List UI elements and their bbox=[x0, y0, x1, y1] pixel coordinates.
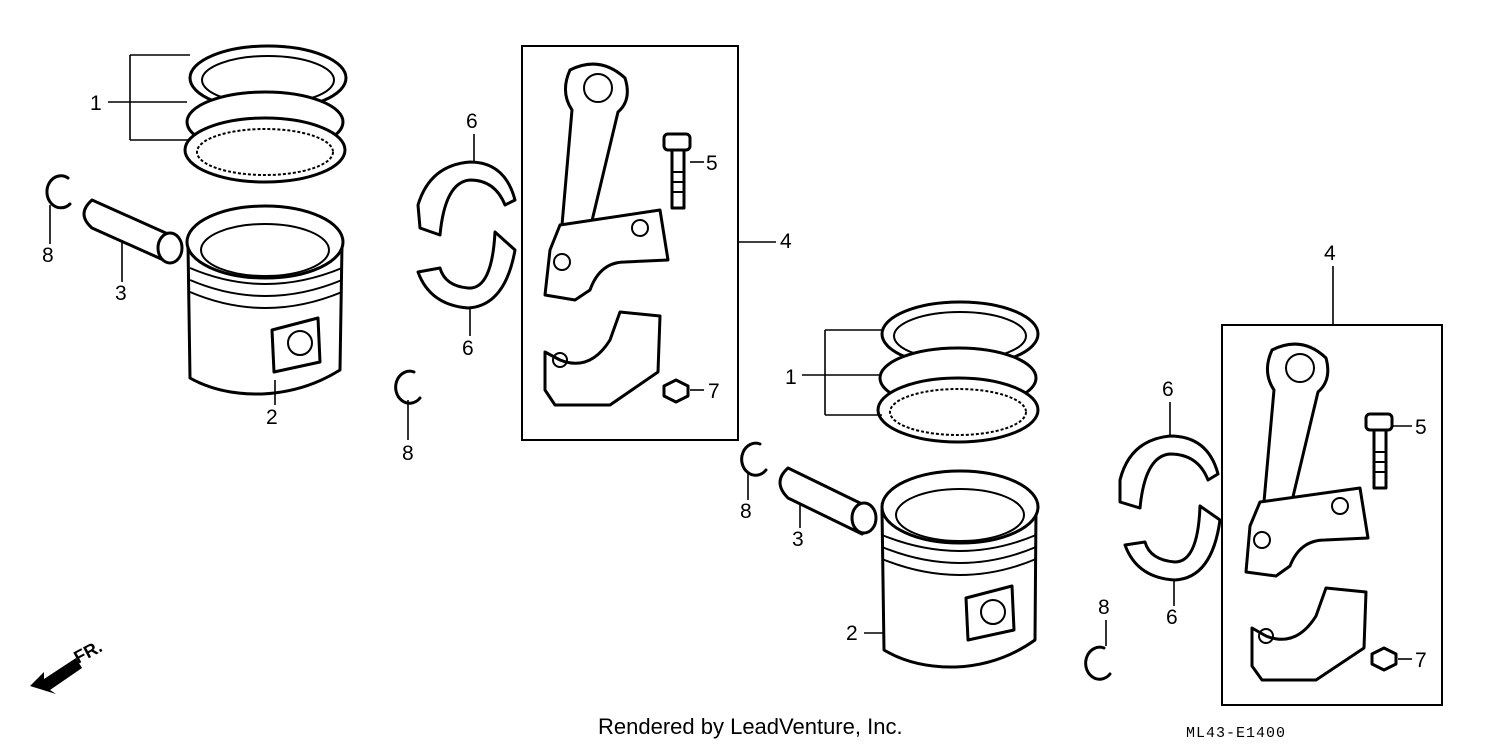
callout-8-right-b: 8 bbox=[1098, 596, 1110, 619]
callout-3-left: 3 bbox=[115, 282, 127, 305]
piston-pin-right[interactable] bbox=[778, 466, 878, 536]
callout-4-left: 4 bbox=[780, 230, 792, 253]
callout-7-right: 7 bbox=[1415, 649, 1427, 672]
piston-left[interactable] bbox=[185, 204, 345, 396]
callout-2-right: 2 bbox=[846, 622, 858, 645]
callout-6-left-b: 6 bbox=[462, 337, 474, 360]
leader-1-left bbox=[108, 54, 190, 141]
callout-8-left-b: 8 bbox=[402, 442, 414, 465]
callout-8-right-a: 8 bbox=[740, 500, 752, 523]
callout-8-left-a: 8 bbox=[42, 244, 54, 267]
rod-nut-right[interactable] bbox=[1370, 646, 1398, 672]
callout-6-right-a: 6 bbox=[1162, 378, 1174, 401]
rod-assy-box-right bbox=[1221, 324, 1443, 706]
rod-cap-left[interactable] bbox=[543, 310, 662, 407]
piston-right[interactable] bbox=[880, 469, 1040, 669]
connecting-rod-right[interactable] bbox=[1244, 342, 1370, 578]
pin-clip-right-a[interactable] bbox=[740, 441, 768, 477]
callout-6-left-a: 6 bbox=[466, 110, 478, 133]
diagram-code: ML43-E1400 bbox=[1186, 725, 1287, 742]
bearing-upper-right[interactable] bbox=[1118, 434, 1220, 510]
piston-rings-right[interactable] bbox=[876, 300, 1040, 444]
pin-clip-right-b[interactable] bbox=[1084, 645, 1112, 681]
pin-clip-left-b[interactable] bbox=[394, 369, 422, 405]
bearing-upper-left[interactable] bbox=[416, 160, 517, 237]
callout-2-left: 2 bbox=[266, 406, 278, 429]
pin-clip-left-a[interactable] bbox=[45, 174, 72, 210]
connecting-rod-left[interactable] bbox=[543, 62, 670, 302]
callout-3-right: 3 bbox=[792, 528, 804, 551]
leader-1-right bbox=[802, 329, 882, 416]
callout-4-right: 4 bbox=[1324, 242, 1336, 265]
callout-5-left: 5 bbox=[706, 152, 718, 175]
callout-7-left: 7 bbox=[708, 380, 720, 403]
piston-rings-left[interactable] bbox=[183, 44, 348, 184]
callout-1-right: 1 bbox=[785, 366, 797, 389]
rod-nut-left[interactable] bbox=[662, 378, 690, 404]
render-credit: Rendered by LeadVenture, Inc. bbox=[598, 714, 903, 739]
callout-5-right: 5 bbox=[1415, 416, 1427, 439]
piston-pin-left[interactable] bbox=[82, 198, 184, 265]
rod-bolt-left[interactable] bbox=[662, 132, 692, 210]
callout-1-left: 1 bbox=[90, 92, 102, 115]
rod-cap-right[interactable] bbox=[1250, 586, 1368, 682]
rod-bolt-right[interactable] bbox=[1364, 412, 1394, 490]
front-direction-arrow-icon bbox=[30, 658, 82, 694]
rod-assy-box-left bbox=[521, 45, 739, 441]
bearing-lower-right[interactable] bbox=[1123, 504, 1222, 582]
bearing-lower-left[interactable] bbox=[416, 230, 517, 310]
callout-6-right-b: 6 bbox=[1166, 606, 1178, 629]
